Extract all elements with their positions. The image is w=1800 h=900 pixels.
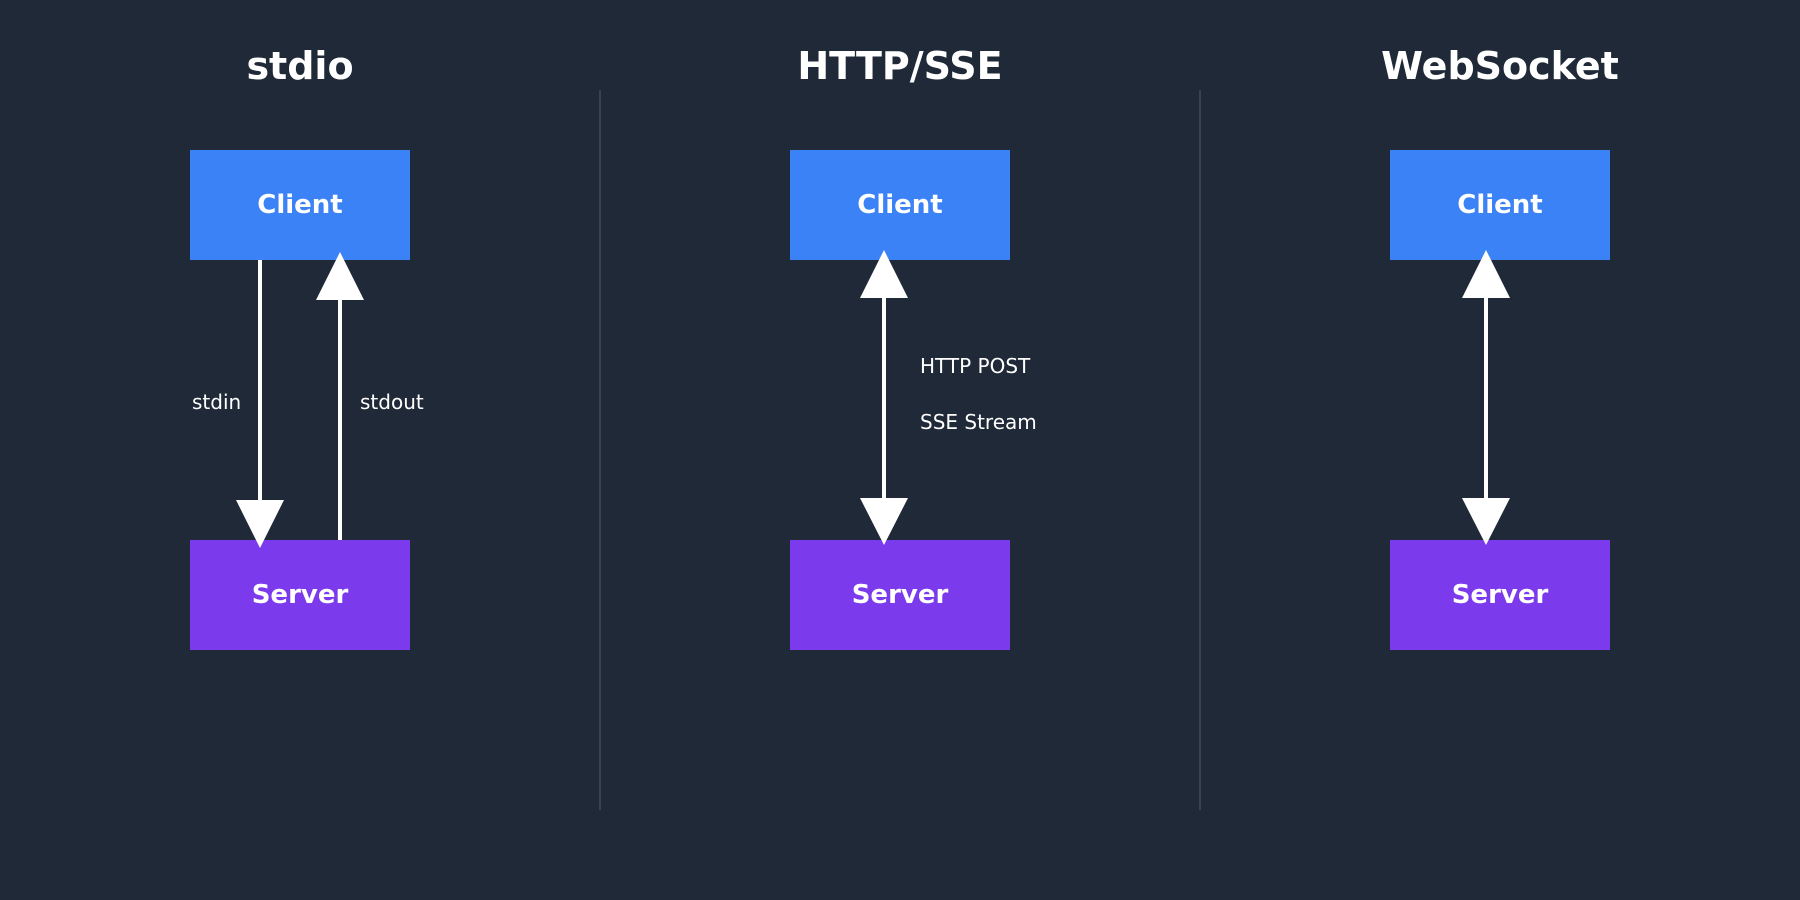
stdio-arrows [236,252,364,548]
divider-left [599,90,601,810]
stdout-arrow-head [316,252,364,300]
http-sse-panel: HTTP/SSE Client Server HTTP POST SSE Str… [600,0,1200,900]
http-sse-title: HTTP/SSE [797,44,1003,88]
websocket-arrow-head-down [1462,498,1510,545]
stdio-client-box: Client [190,150,410,260]
websocket-panel: WebSocket Client Server [1200,0,1800,900]
websocket-title: WebSocket [1381,44,1619,88]
websocket-arrow-head-up [1462,250,1510,298]
http-sse-arrow-head-down [860,498,908,545]
http-sse-arrow-head-up [860,250,908,298]
http-sse-client-box: Client [790,150,1010,260]
stdio-panel: stdio Client Server stdin stdout [0,0,600,900]
http-post-label: HTTP POST [920,354,1031,378]
sse-stream-label: SSE Stream [920,410,1037,434]
divider-right [1199,90,1201,810]
stdio-server-box: Server [190,540,410,650]
http-sse-server-box: Server [790,540,1010,650]
websocket-arrows [1462,250,1510,545]
stdin-label: stdin [192,390,242,414]
websocket-server-box: Server [1390,540,1610,650]
stdout-label: stdout [360,390,424,414]
websocket-client-box: Client [1390,150,1610,260]
stdin-arrow-head [236,500,284,548]
stdio-title: stdio [246,44,354,88]
http-sse-arrows [860,250,908,545]
